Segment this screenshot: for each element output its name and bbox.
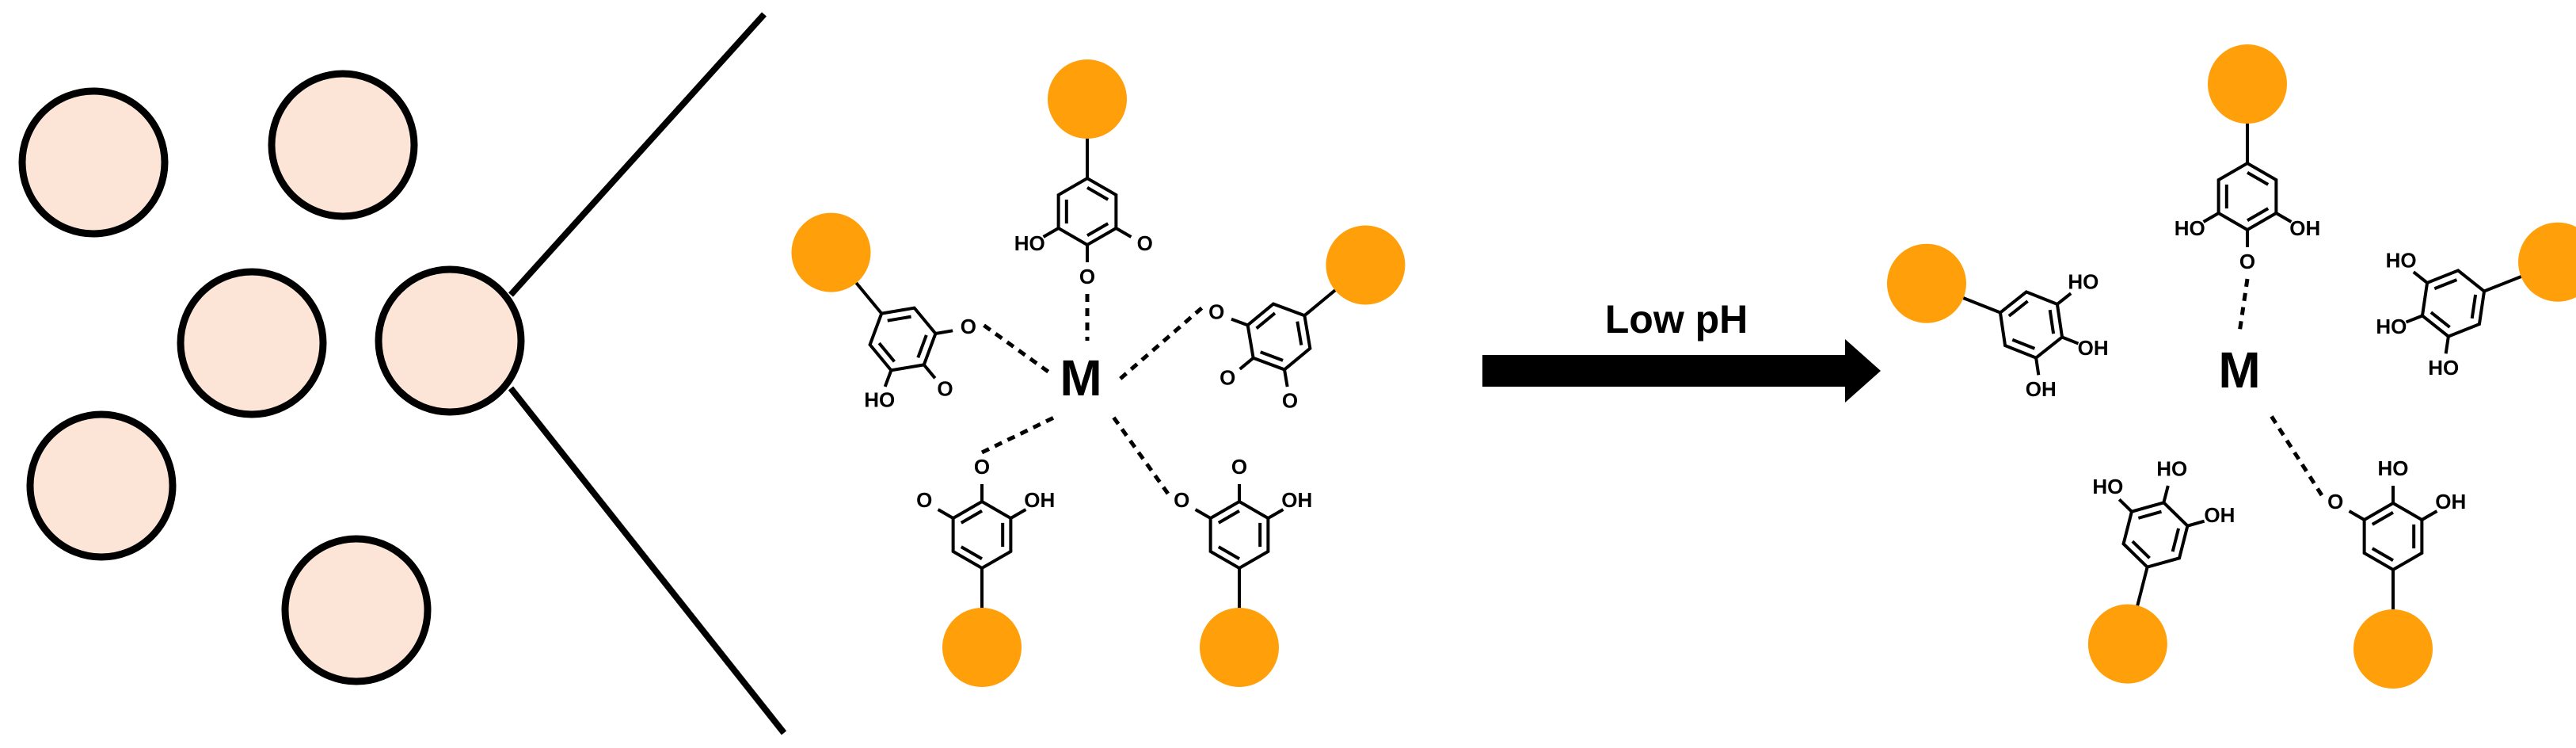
hydroxyl-label: OH [2078,336,2109,360]
gallol-ligand: HO OH OH [1886,243,2109,401]
particle-bead [942,608,1022,687]
gallol-ligand: OH O HO [2175,44,2320,334]
zoom-lines [508,12,787,735]
oxygen-label: O [961,315,976,338]
oxygen-label: O [1079,265,1095,288]
gallol-ligand: O O OH [916,414,1059,687]
coordination-bond [1110,414,1170,495]
oxygen-label: O [1174,488,1189,512]
hydroxyl-label: HO [1014,231,1045,255]
hydroxyl-label: HO [2156,456,2187,480]
coordination-bond [2266,410,2324,497]
metal-center: M [2218,342,2260,399]
nanoparticle [268,70,418,220]
particle-bead [2208,44,2287,124]
particle-bead [1886,243,1966,323]
coordination-bond [980,414,1059,455]
coordination-bond [1115,306,1204,384]
particle-bead [2518,222,2576,302]
gallol-ligand: O O O [1115,225,1406,413]
oxygen-label: O [2239,250,2255,273]
gallol-ligand: O O HO [791,212,1051,412]
hydroxyl-label: OH [2204,503,2235,527]
hydroxyl-label: OH [2026,377,2057,401]
hydroxyl-label: HO [2092,475,2123,498]
hydroxyl-label: HO [2175,216,2205,240]
gallol-ligand: O O HO [1014,59,1153,341]
oxygen-label: O [916,488,932,512]
hydroxyl-label: HO [864,388,895,412]
hydroxyl-label: OH [1281,488,1312,512]
gallol-ligand: O O OH [1110,414,1312,687]
hydroxyl-label: HO [2068,270,2098,294]
oxygen-label: O [937,377,953,401]
oxygen-label: O [1137,231,1153,255]
oxygen-label: O [2327,490,2343,513]
oxygen-label: O [974,455,990,479]
hydroxyl-label: HO [2428,356,2459,380]
gallol-ligand: HO HO HO [2376,222,2576,380]
reaction-arrow: Low pH [1482,297,1881,403]
metal-center: M [1060,349,1102,406]
hydroxyl-label: HO [2376,315,2407,338]
particle-bead [1200,608,1279,687]
hydroxyl-label: OH [2435,490,2466,513]
nanoparticle [26,410,177,561]
nanoparticle [18,87,169,238]
particle-bead [1326,225,1406,305]
hydroxyl-label: OH [1024,488,1055,512]
coordination-bond [983,323,1051,375]
oxygen-label: O [1208,300,1224,324]
coordination-bond [2237,278,2250,334]
hydroxyl-label: HO [2378,456,2409,480]
oxygen-label: O [1231,455,1247,479]
oxygen-label: O [1282,389,1298,413]
nanoparticle [177,268,327,418]
hydroxyl-label: OH [2289,216,2320,240]
oxygen-label: O [1220,365,1235,389]
particle-bead [2087,604,2167,684]
particle-bead [1048,59,1127,139]
nanoparticle-cluster [18,70,525,685]
particle-bead [2353,609,2433,689]
nanoparticle [281,535,432,685]
gallol-ligand: HO HO OH [2087,456,2235,684]
hydroxyl-label: HO [2386,249,2417,273]
particle-bead [791,212,871,292]
arrow-label: Low pH [1605,297,1748,342]
gallol-ligand: O HO OH [2266,410,2466,689]
nanoparticle [375,265,525,416]
